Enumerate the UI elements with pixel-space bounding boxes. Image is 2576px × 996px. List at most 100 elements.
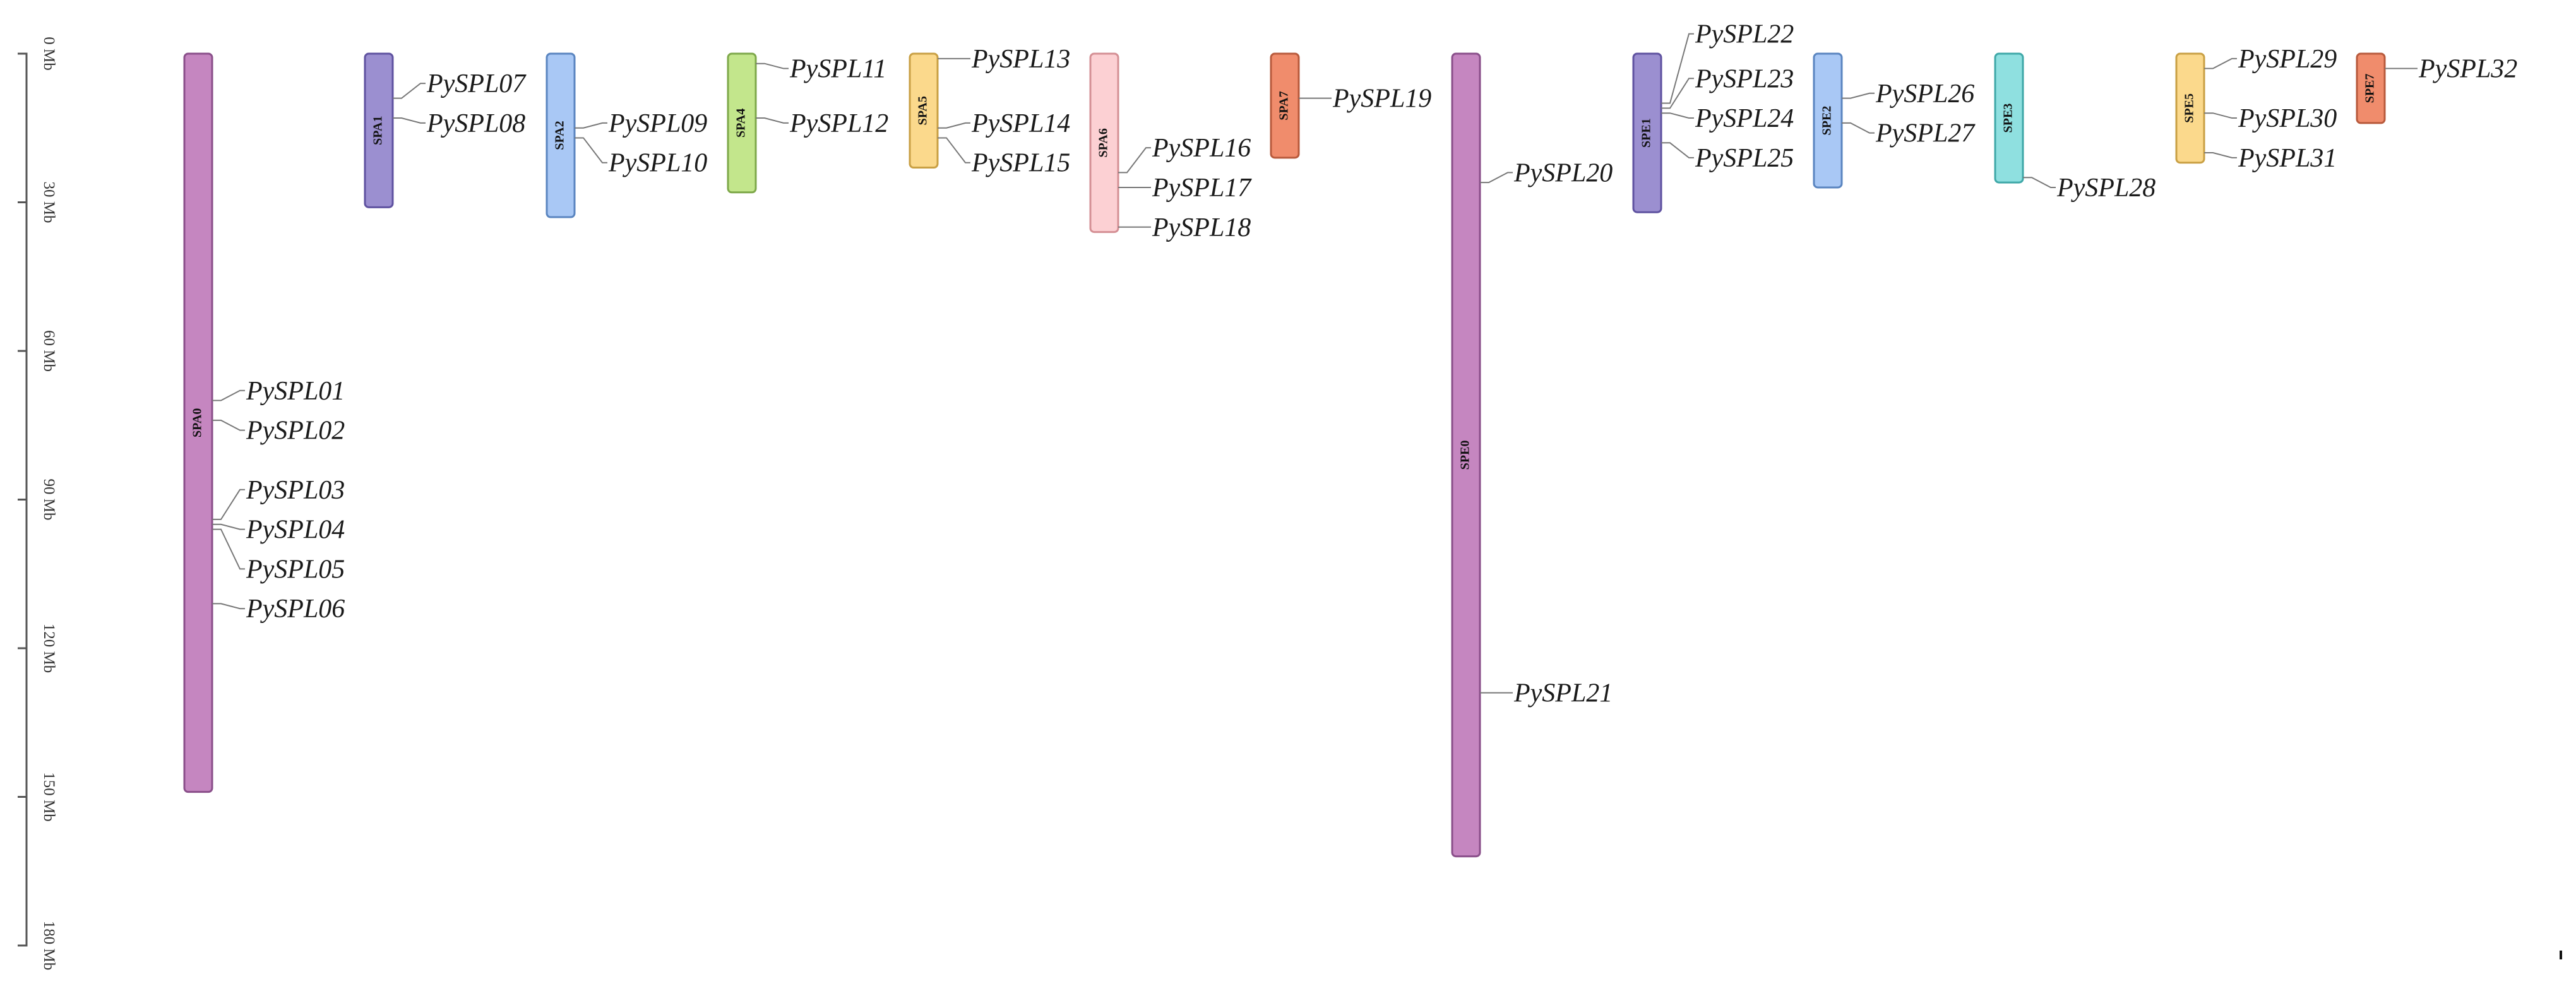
axis-tick-label: 180 Mb [40, 921, 57, 970]
gene-label-pyspl24: PySPL24 [1695, 104, 1794, 133]
gene-leader-line [1842, 122, 1875, 134]
gene-leader-line [1661, 78, 1694, 109]
axis-tick-label: 120 Mb [40, 624, 57, 673]
axis-tick-label: 0 Mb [40, 37, 57, 70]
gene-leader-line [212, 603, 245, 610]
chromosome-label: SPE2 [1820, 106, 1834, 136]
gene-leader-line [575, 122, 607, 129]
gene-leader-line [1480, 172, 1513, 184]
chromosome-bar [1089, 52, 1119, 234]
chromosome-bar [1632, 52, 1662, 213]
gene-label-pyspl21: PySPL21 [1513, 679, 1613, 708]
gene-label-pyspl22: PySPL22 [1695, 20, 1794, 49]
chromosome-bar [1270, 52, 1300, 159]
chromosome-spa7: SPA7 PySPL19 [1270, 52, 1431, 159]
gene-label-pyspl07: PySPL07 [426, 69, 527, 98]
chromosome-label: SPE5 [2183, 93, 2197, 123]
chromosome-spe7: SPE7 PySPL32 [2356, 52, 2517, 124]
chromosome-label: SPE0 [1458, 441, 1472, 470]
axis-tick-label: 150 Mb [40, 772, 57, 821]
gene-label-pyspl02: PySPL02 [246, 417, 345, 446]
gene-label-pyspl31: PySPL31 [2238, 144, 2337, 173]
gene-label-pyspl26: PySPL26 [1875, 80, 1974, 109]
gene-label-pyspl01: PySPL01 [246, 377, 345, 406]
gene-label-pyspl04: PySPL04 [246, 516, 345, 545]
gene-leader-line [212, 419, 245, 431]
gene-label-pyspl16: PySPL16 [1152, 134, 1251, 163]
gene-leader-line [1842, 92, 1875, 99]
gene-leader-line [756, 62, 789, 69]
gene-label-pyspl03: PySPL03 [246, 476, 345, 505]
gene-label-pyspl09: PySPL09 [608, 109, 707, 138]
gene-leader-line [756, 117, 789, 124]
chromosome-spa0: SPA0 PySPL01PySPL02PySPL03PySPL04PySPL05P… [183, 52, 345, 793]
gene-label-pyspl18: PySPL18 [1152, 213, 1251, 242]
chromosome-bar [1994, 52, 2024, 184]
chromosome-label: SPE3 [2001, 104, 2015, 133]
gene-leader-line [2204, 152, 2237, 158]
gene-label-pyspl32: PySPL32 [2418, 55, 2517, 84]
chromosome-label: SPE7 [2363, 74, 2377, 104]
gene-label-pyspl13: PySPL13 [971, 45, 1070, 74]
gene-label-pyspl05: PySPL05 [246, 555, 345, 584]
gene-label-pyspl28: PySPL28 [2056, 174, 2156, 203]
chromosome-bar [2175, 52, 2205, 164]
gene-label-pyspl17: PySPL17 [1152, 174, 1252, 203]
gene-label-pyspl08: PySPL08 [426, 109, 525, 138]
gene-leader-line [1661, 112, 1694, 119]
gene-label-pyspl19: PySPL19 [1332, 85, 1431, 114]
chromosome-bar [909, 52, 939, 169]
gene-label-pyspl20: PySPL20 [1513, 158, 1613, 187]
gene-leader-line [2023, 177, 2056, 188]
gene-label-pyspl15: PySPL15 [971, 149, 1070, 178]
chromosome-bar [1451, 52, 1481, 858]
gene-leader-line [575, 137, 607, 163]
gene-label-pyspl06: PySPL06 [246, 595, 345, 624]
chromosome-label: SPA2 [553, 121, 567, 150]
gene-leader-line [1118, 147, 1151, 174]
chromosome-bar [183, 52, 213, 793]
chromosome-layer: SPA0PySPL01PySPL02PySPL03PySPL04PySPL05P… [183, 20, 2517, 858]
gene-label-pyspl27: PySPL27 [1875, 119, 1976, 148]
chromosome-bar [2356, 52, 2386, 124]
chromosome-bar [546, 52, 576, 218]
gene-leader-line [2204, 112, 2237, 119]
chromosome-label: SPE1 [1640, 118, 1654, 148]
gene-leader-line [938, 137, 970, 163]
gene-leader-line [2204, 57, 2237, 69]
chromosome-label: SPA4 [734, 109, 748, 138]
gene-leader-line [212, 528, 245, 570]
axis-tick-label: 60 Mb [40, 330, 57, 372]
gene-label-pyspl30: PySPL30 [2238, 104, 2337, 133]
gene-leader-line [212, 523, 245, 530]
gene-label-pyspl10: PySPL10 [608, 149, 707, 178]
chromosome-label: SPA0 [191, 408, 205, 437]
gene-label-pyspl23: PySPL23 [1695, 64, 1794, 93]
gene-leader-line [212, 389, 245, 401]
chromosome-bar [364, 52, 394, 208]
chromosome-bar [1813, 52, 1843, 189]
gene-label-pyspl11: PySPL11 [789, 55, 886, 84]
gene-leader-line [1661, 142, 1694, 158]
gene-label-pyspl12: PySPL12 [789, 109, 888, 138]
chromosome-label: SPA6 [1097, 128, 1111, 157]
gene-leader-line [938, 122, 970, 129]
chromosome-bar [727, 52, 757, 194]
stray-mark [2560, 951, 2562, 959]
gene-leader-line [1661, 33, 1694, 104]
gene-label-pyspl29: PySPL29 [2238, 45, 2337, 74]
chromosome-label: SPA7 [1277, 91, 1291, 120]
axis-tick-label: 30 Mb [40, 182, 57, 223]
